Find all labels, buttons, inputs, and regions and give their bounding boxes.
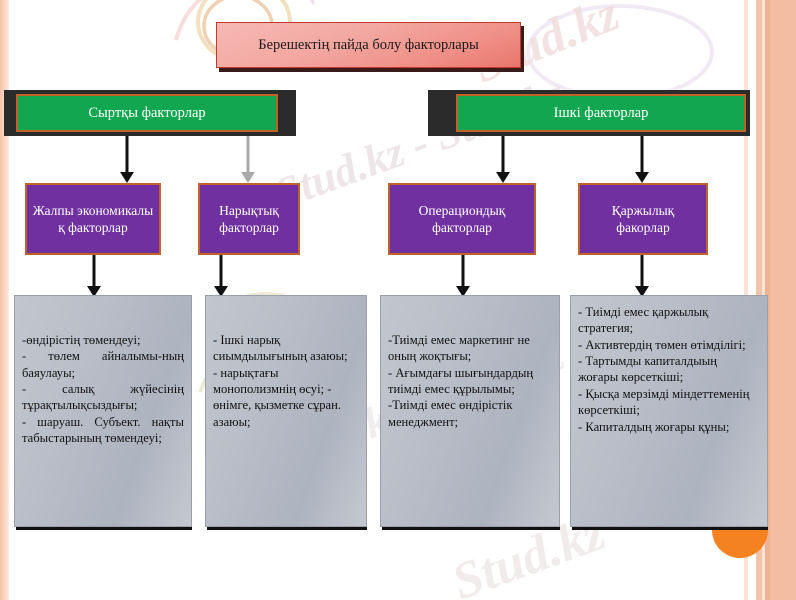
arrow-shaft	[461, 255, 465, 288]
category-label: Нарықтық факторлар	[219, 202, 279, 235]
connector-arrow-1	[119, 136, 135, 183]
category-label: Операциондық факторлар	[418, 202, 506, 235]
arrow-shaft	[125, 136, 129, 174]
title-line-2: факторлары	[404, 36, 479, 53]
panel-line: - Капиталдың жоғары құны;	[578, 419, 730, 434]
arrow-shaft	[501, 136, 505, 174]
arrow-head	[214, 286, 228, 297]
connector-arrow-8	[634, 255, 650, 297]
panel-line: - Қысқа мерзімді міндеттеменің көрсеткіш…	[578, 386, 750, 418]
category-box-financial[interactable]: Қаржылық факорлар	[578, 183, 708, 255]
diagram-title: Берешектің пайда болу факторлары	[216, 22, 524, 72]
edge-band	[770, 0, 796, 600]
panel-line: - шаруаш. Субъект. нақты табыстарының тө…	[22, 414, 184, 446]
panel-line: - Тартымды капиталдыың жоғары көрсеткіші…	[578, 354, 717, 385]
arrow-shaft	[640, 255, 644, 288]
arrow-head	[241, 172, 255, 183]
external-factors-label: Сыртқы факторлар	[88, 104, 206, 121]
arrow-shaft	[246, 136, 250, 174]
arrow-head	[635, 172, 649, 183]
panel-line: -өндірістің төмендеуі;	[22, 333, 141, 347]
panel-shadow	[207, 524, 367, 530]
arrow-shaft	[219, 255, 223, 288]
connector-arrow-2	[240, 136, 256, 183]
panel-financial: - Тиімді емес қаржылық стратегия; - Акти…	[570, 295, 768, 527]
arrow-head	[87, 286, 101, 297]
arrow-head	[120, 172, 134, 183]
panel-line: - Ішкі нарық сиымдылығының азаюы;	[213, 333, 348, 364]
title-text: Берешектің пайда болу факторлары	[258, 36, 478, 54]
arrow-shaft	[92, 255, 96, 288]
panel-line: - Активтердің төмен өтімділігі;	[578, 337, 746, 352]
arrow-head	[456, 286, 470, 297]
category-box-operational[interactable]: Операциондық факторлар	[388, 183, 536, 255]
arrow-head	[496, 172, 510, 183]
panel-shadow	[382, 524, 560, 530]
arrow-shaft	[640, 136, 644, 174]
title-line-1: Берешектің пайда болу	[258, 36, 402, 53]
panel-market: - Ішкі нарық сиымдылығының азаюы; - нары…	[205, 295, 367, 527]
panel-operational: -Тиімді емес маркетинг не оның жоқтығы; …	[380, 295, 560, 527]
connector-arrow-7	[455, 255, 471, 297]
category-label: Қаржылық факорлар	[611, 202, 675, 235]
panel-line: -Тиімді емес маркетинг не оның жоқтығы;	[388, 333, 530, 364]
left-edge-stripe	[0, 0, 9, 600]
panel-line: -Тиімді емес өндірістік менеджмент;	[388, 398, 513, 429]
category-box-general-economic[interactable]: Жалпы экономикалы қ факторлар	[25, 183, 161, 255]
panel-general-economic: -өндірістің төмендеуі; - төлем айналымы-…	[14, 295, 192, 527]
panel-line: - нарықтағы монополизмнің өсуі; - өнімге…	[213, 365, 342, 429]
connector-arrow-4	[634, 136, 650, 183]
panel-shadow	[16, 524, 192, 530]
connector-arrow-6	[213, 255, 229, 297]
connector-arrow-3	[495, 136, 511, 183]
panel-shadow	[572, 524, 768, 530]
internal-factors-box[interactable]: Ішкі факторлар	[456, 94, 746, 132]
category-label: Жалпы экономикалы қ факторлар	[32, 202, 154, 235]
panel-line: - салық жүйесінің тұрақтылықсыздығы;	[22, 382, 184, 413]
panel-line: - төлем айналымы-ның баяулауы;	[22, 349, 184, 380]
external-factors-group: Сыртқы факторлар	[4, 90, 296, 136]
panel-line: - Ағымдағы шығындардың тиімді емес құрыл…	[388, 365, 534, 397]
external-factors-box[interactable]: Сыртқы факторлар	[16, 94, 278, 132]
category-box-market[interactable]: Нарықтық факторлар	[198, 183, 300, 255]
arrow-head	[635, 286, 649, 297]
title-box: Берешектің пайда болу факторлары	[216, 22, 521, 68]
connector-arrow-5	[86, 255, 102, 297]
internal-factors-group: Ішкі факторлар	[428, 90, 750, 136]
panel-line: - Тиімді емес қаржылық стратегия;	[578, 305, 709, 336]
internal-factors-label: Ішкі факторлар	[553, 104, 649, 121]
